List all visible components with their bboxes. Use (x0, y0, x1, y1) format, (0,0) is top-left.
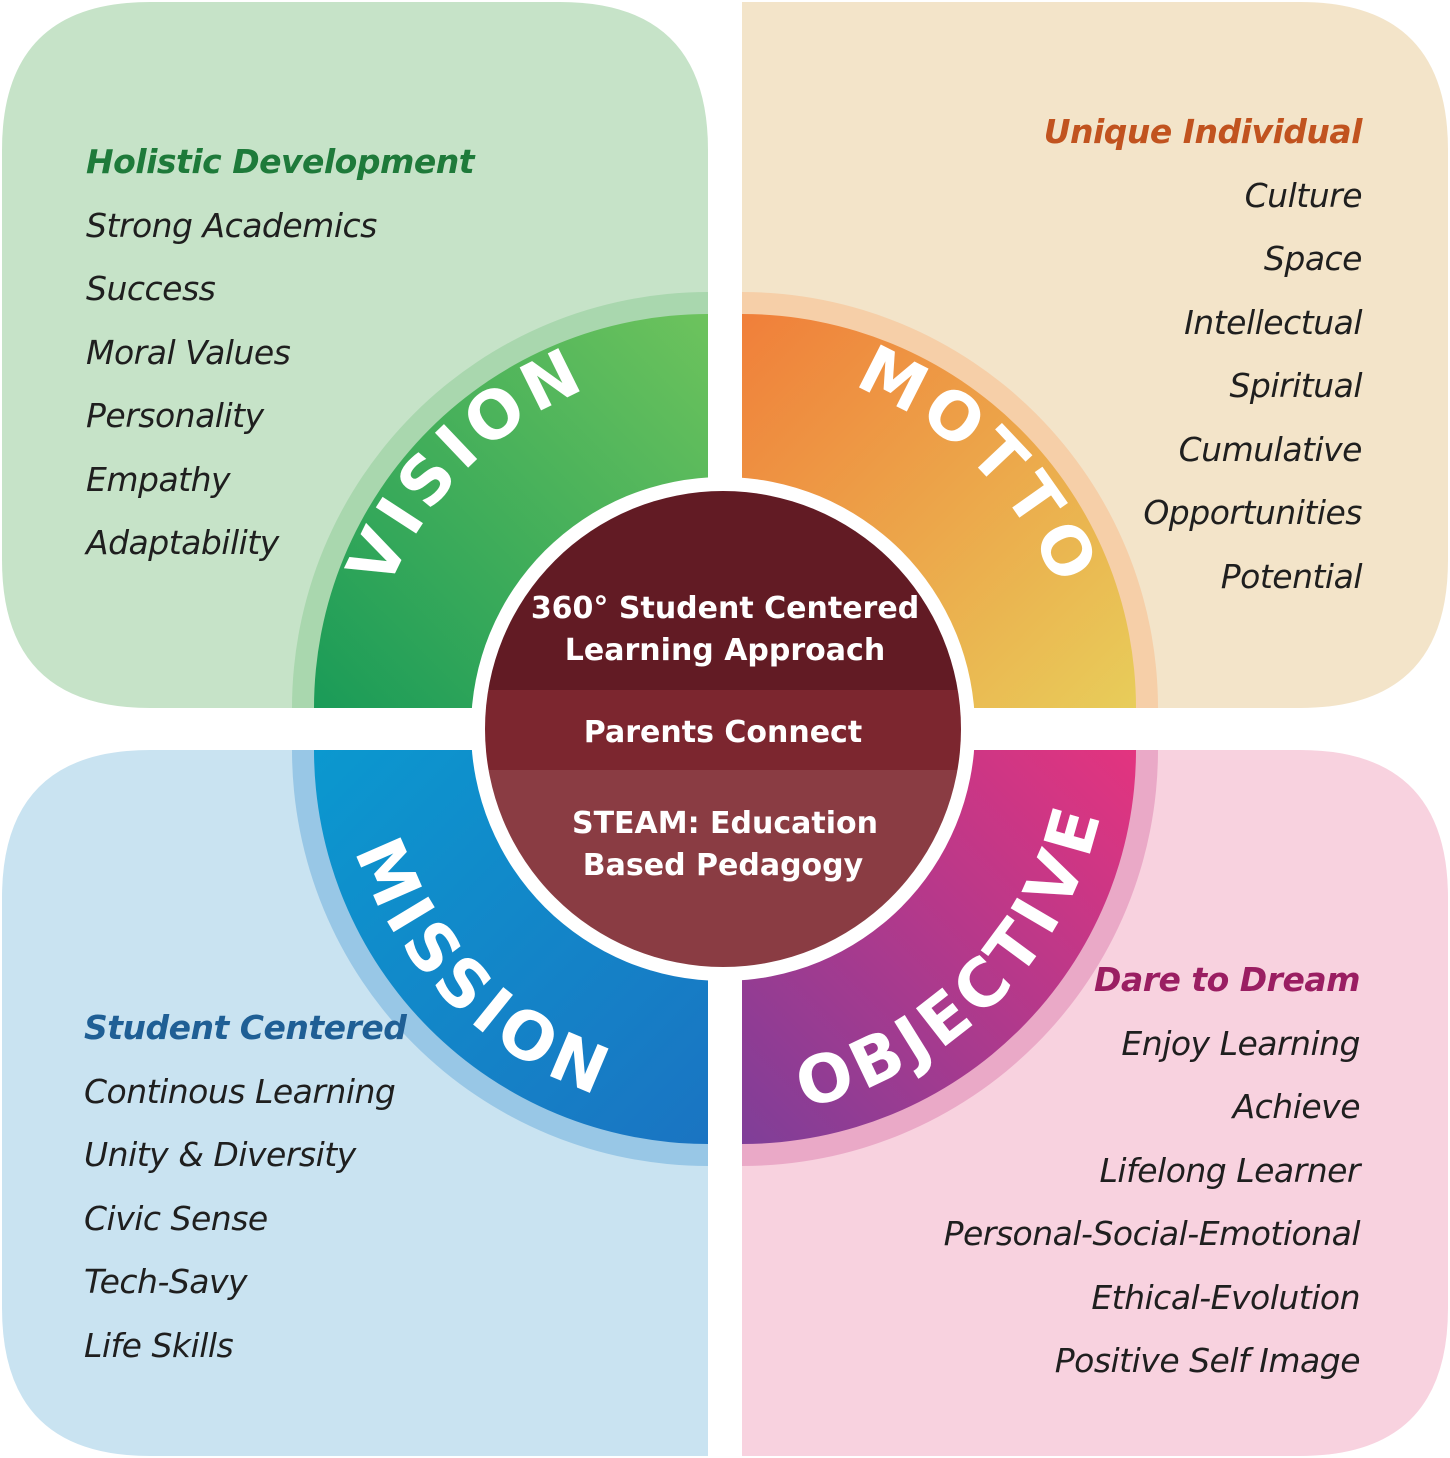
vision-list: Holistic Development Strong Academics Su… (86, 130, 475, 575)
vision-segment (314, 314, 708, 708)
vision-item: Strong Academics (86, 205, 377, 245)
objective-item: Lifelong Learner (1099, 1150, 1361, 1190)
objective-item: Ethical-Evolution (1091, 1277, 1360, 1317)
center-steam-line2: Based Pedagogy (583, 848, 864, 883)
objective-item: Achieve (1232, 1087, 1361, 1126)
center-steam-line1: STEAM: Education (572, 806, 878, 841)
center-title-line2: Learning Approach (565, 633, 885, 668)
motto-item: Intellectual (1184, 302, 1362, 342)
motto-item: Culture (1244, 175, 1363, 215)
center-middle-band (485, 690, 961, 770)
vision-item: Empathy (86, 459, 231, 499)
objective-heading: Dare to Dream (1094, 960, 1360, 999)
mission-heading: Student Centered (84, 1008, 407, 1047)
mission-segment (314, 750, 708, 1144)
motto-list: Unique Individual Culture Space Intellec… (1043, 100, 1363, 608)
motto-heading: Unique Individual (1043, 112, 1363, 151)
objective-segment (742, 750, 1136, 1144)
vision-item: Personality (86, 396, 264, 435)
objective-list: Dare to Dream Enjoy Learning Achieve Lif… (943, 948, 1361, 1393)
objective-item: Positive Self Image (1054, 1341, 1361, 1380)
motto-item: Spiritual (1229, 366, 1362, 405)
mission-list: Student Centered Continous Learning Unit… (84, 996, 407, 1377)
center-title-line1: 360° Student Centered (531, 591, 919, 626)
vision-heading: Holistic Development (86, 142, 475, 181)
mission-item: Tech-Savy (84, 1262, 248, 1301)
objective-item: Enjoy Learning (1121, 1023, 1360, 1063)
vision-item: Success (86, 269, 216, 308)
mission-item: Unity & Diversity (84, 1135, 356, 1174)
motto-item: Potential (1220, 556, 1363, 596)
motto-item: Opportunities (1143, 493, 1362, 532)
vision-item: Adaptability (86, 523, 279, 562)
mission-item: Life Skills (84, 1325, 234, 1365)
motto-item: Cumulative (1178, 429, 1363, 469)
motto-item: Space (1263, 239, 1363, 278)
motto-segment (742, 314, 1136, 708)
center-parents-connect: Parents Connect (584, 715, 862, 750)
objective-item: Personal-Social-Emotional (943, 1214, 1361, 1253)
vision-item: Moral Values (86, 332, 291, 372)
mission-item: Continous Learning (84, 1071, 396, 1111)
mission-item: Civic Sense (84, 1198, 268, 1238)
